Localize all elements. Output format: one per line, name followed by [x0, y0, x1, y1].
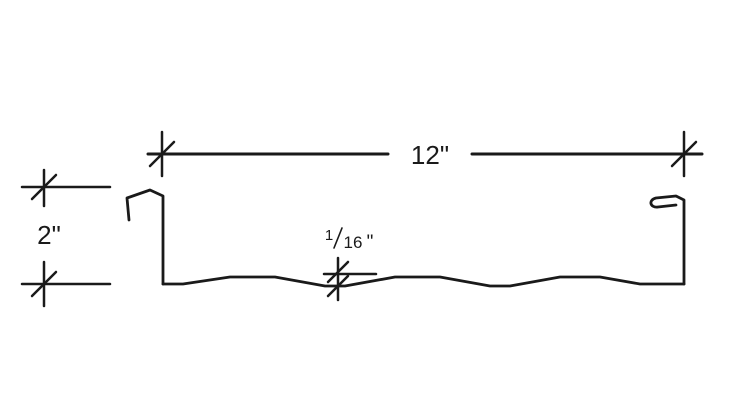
thickness-label-denominator: 16	[344, 233, 363, 252]
thickness-label-numerator: 1	[325, 227, 333, 244]
panel-pan	[161, 275, 686, 288]
thickness-fraction-bar	[333, 227, 343, 249]
thickness-label-unit: "	[367, 232, 374, 253]
thickness-slash-top	[326, 260, 350, 284]
width-dimension: 12"	[146, 130, 704, 178]
thickness-slash-bottom	[326, 274, 350, 298]
height-dimension: 2"	[20, 168, 112, 308]
left-seam-hook	[125, 188, 165, 286]
right-seam-leg	[649, 194, 686, 286]
height-bottom-slash	[30, 270, 58, 298]
width-right-slash	[670, 140, 698, 168]
width-left-slash	[148, 140, 176, 168]
width-label: 12"	[411, 140, 449, 170]
height-top-slash	[30, 173, 58, 201]
panel-profile	[125, 188, 686, 288]
height-label: 2"	[37, 220, 61, 250]
thickness-callout: 1 16 "	[322, 227, 378, 302]
